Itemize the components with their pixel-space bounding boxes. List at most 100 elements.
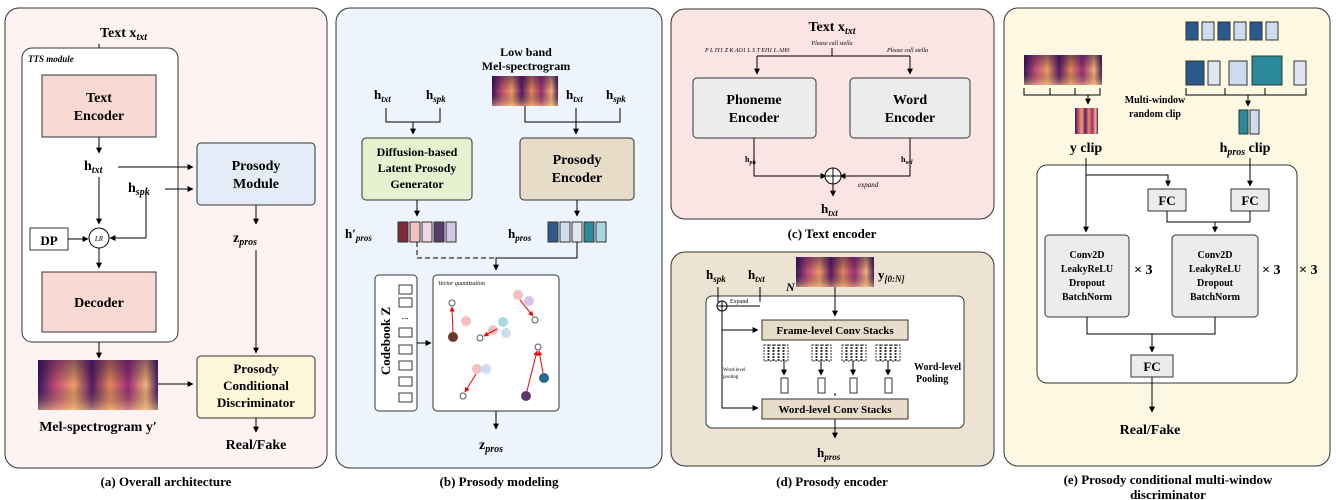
phoneme-encoder-label: Phoneme bbox=[726, 93, 781, 108]
fc-label-2: FC bbox=[1241, 193, 1258, 208]
conv2-l4: BatchNorm bbox=[1190, 292, 1241, 303]
conv1-l1: Conv2D bbox=[1069, 250, 1104, 261]
caption-b: (b) Prosody modeling bbox=[440, 474, 559, 489]
phoneme-encoder-box bbox=[692, 77, 817, 139]
c-sample-right: Please call stella bbox=[886, 48, 928, 54]
vq-label: Vector quantization bbox=[438, 281, 485, 287]
diffusion-label-2: Latent Prosody bbox=[378, 161, 457, 175]
prosody-encoder-label-2: Encoder bbox=[552, 171, 603, 186]
conv2-l3: Dropout bbox=[1197, 278, 1234, 289]
conv1-l4: BatchNorm bbox=[1062, 292, 1113, 303]
discriminator-label-3: Discriminator bbox=[217, 395, 295, 410]
word-encoder-label-2: Encoder bbox=[885, 111, 936, 126]
x3-label-2: × 3 bbox=[1262, 263, 1280, 278]
caption-a: (a) Overall architecture bbox=[101, 474, 232, 489]
d-y-label: y[0:N] bbox=[878, 267, 905, 284]
d-word-pool-label-2: Pooling bbox=[916, 374, 948, 385]
e-real-fake-label: Real/Fake bbox=[1120, 423, 1181, 438]
low-band-label-2: Mel-spectrogram bbox=[482, 59, 570, 73]
mel-spectrogram-label: Mel-spectrogram y′ bbox=[39, 420, 157, 435]
hpros-vector bbox=[547, 221, 607, 243]
word-encoder-label: Word bbox=[893, 93, 927, 108]
panel-prosody-encoder: hspk htxt N y[0:N] Expand Frame-level Co… bbox=[670, 251, 995, 467]
real-fake-label: Real/Fake bbox=[226, 438, 287, 453]
frame-conv-box bbox=[761, 319, 909, 341]
caption-e: (e) Prosody conditional multi-window bbox=[1064, 472, 1273, 487]
b-zpros-label: zpros bbox=[479, 438, 503, 455]
d-feature-groups bbox=[763, 344, 901, 362]
conv-stack-box-1 bbox=[1044, 234, 1130, 318]
fc-label-1: FC bbox=[1158, 193, 1175, 208]
hpros-clip-label: hpros clip bbox=[1220, 141, 1271, 158]
panel-overall-architecture: Text xtxt TTS module Text Encoder htxt h… bbox=[4, 7, 328, 469]
b-hspk-label-2: hspk bbox=[606, 87, 626, 104]
b-hspk-label: hspk bbox=[426, 87, 446, 104]
diffusion-label: Diffusion-based bbox=[377, 145, 458, 159]
hph-label: hph bbox=[745, 155, 756, 166]
d-word-pool-small-2: pooling bbox=[723, 375, 739, 380]
conv1-l3: Dropout bbox=[1069, 278, 1106, 289]
b-htxt-label: htxt bbox=[374, 87, 391, 104]
tts-module-label: TTS module bbox=[28, 54, 74, 64]
d-pooled-features bbox=[780, 377, 893, 394]
panel-text-encoder: Text xtxt Please call stella P L IY1 Z K… bbox=[670, 8, 995, 220]
multi-window-label: Multi-window bbox=[1125, 95, 1186, 106]
word-conv-label: Word-level Conv Stacks bbox=[778, 404, 892, 416]
multi-window-label-2: random clip bbox=[1129, 109, 1181, 120]
b-htxt-label-2: htxt bbox=[566, 87, 583, 104]
prosody-module-box bbox=[196, 142, 316, 206]
d-htxt-label: htxt bbox=[748, 267, 765, 284]
codebook-label: Codebook Z bbox=[378, 307, 393, 376]
discriminator-label: Prosody bbox=[233, 361, 279, 376]
decoder-label: Decoder bbox=[74, 296, 124, 311]
hpros-sequence bbox=[1185, 21, 1307, 86]
vq-points bbox=[448, 290, 549, 401]
zpros-label: zpros bbox=[233, 231, 257, 248]
text-encoder-box bbox=[41, 74, 157, 138]
dp-label: DP bbox=[40, 233, 57, 248]
c-htxt-label: htxt bbox=[821, 201, 838, 218]
phoneme-encoder-label-2: Encoder bbox=[729, 111, 780, 126]
fc-label-3: FC bbox=[1143, 359, 1160, 374]
c-text-input-label: Text xtxt bbox=[809, 20, 857, 37]
d-word-pool-label: Word-level bbox=[914, 362, 961, 373]
diffusion-label-3: Generator bbox=[390, 177, 444, 191]
hpros-prime-vector bbox=[397, 221, 457, 243]
x3-label-3: × 3 bbox=[1299, 263, 1317, 278]
htxt-label: htxt bbox=[84, 159, 104, 176]
hspk-label: hspk bbox=[128, 181, 150, 198]
conv1-l2: LeakyReLU bbox=[1061, 264, 1113, 275]
y-clip-image bbox=[1075, 108, 1098, 134]
c-phonemes-text: P L IY1 Z K AO1 L S T EH1 L AH0 bbox=[704, 48, 789, 54]
d-hpros-label: hpros bbox=[817, 445, 841, 462]
codebook-dots: ... bbox=[402, 311, 409, 321]
text-input-label: Text xtxt bbox=[100, 26, 148, 43]
caption-c: (c) Text encoder bbox=[788, 226, 877, 241]
prosody-encoder-label: Prosody bbox=[553, 153, 602, 168]
frame-conv-label: Frame-level Conv Stacks bbox=[776, 325, 894, 337]
d-n-label: N bbox=[785, 280, 796, 294]
d-expand-label: Expand bbox=[730, 299, 748, 305]
conv-stack-box-2 bbox=[1171, 234, 1259, 318]
e-inner-box bbox=[1036, 164, 1298, 384]
hwd-label: hwd bbox=[901, 155, 913, 166]
word-encoder-box bbox=[849, 77, 971, 139]
hpros-clip-image bbox=[1238, 109, 1249, 135]
hpros-label: hpros bbox=[508, 226, 532, 243]
prosody-module-label-2: Module bbox=[233, 177, 279, 192]
x3-label-1: × 3 bbox=[1134, 263, 1152, 278]
lr-label: LR bbox=[94, 235, 104, 243]
panel-multi-window-discriminator: y clip Multi-window random clip hpros cl… bbox=[1003, 7, 1331, 467]
text-encoder-label-2: Encoder bbox=[74, 109, 125, 124]
conv2-l2: LeakyReLU bbox=[1189, 264, 1241, 275]
c-expand-label: expand bbox=[858, 181, 879, 189]
conv2-l1: Conv2D bbox=[1197, 250, 1232, 261]
hpros-prime-label: h′pros bbox=[345, 226, 372, 243]
low-band-label: Low band bbox=[500, 45, 552, 59]
vq-box bbox=[432, 274, 560, 412]
caption-e-2: discriminator bbox=[1130, 487, 1206, 500]
c-sample-text: Please call stella bbox=[811, 41, 853, 47]
prosody-module-label: Prosody bbox=[232, 159, 281, 174]
d-hspk-label: hspk bbox=[706, 267, 726, 284]
